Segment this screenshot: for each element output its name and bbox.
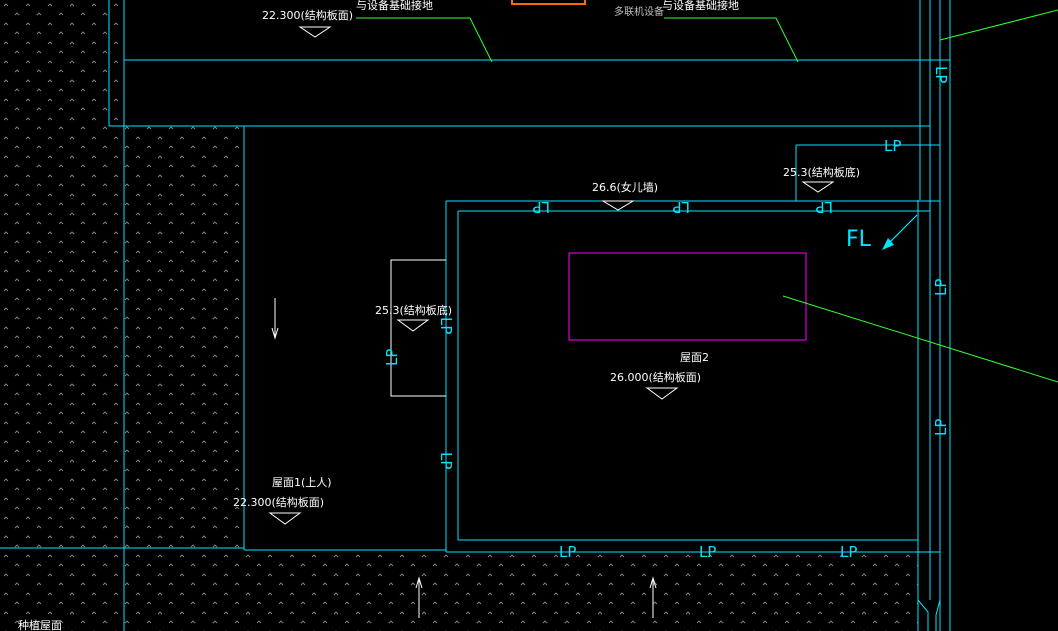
top-right-equipment: 多联机设备 [614, 5, 664, 18]
pipe-tag-left-lp-upper: LP [437, 317, 455, 334]
leader-line [782, 295, 1058, 383]
leader-line [356, 17, 493, 63]
slab-bottom-outline [390, 259, 446, 397]
pipe-tag-top-lp-2: LP [673, 198, 690, 216]
hatch-regions [0, 0, 918, 631]
pipe-tag-bottom-lp-1: LP [559, 543, 576, 561]
leader-lines [356, 9, 1058, 383]
arrow-down-icon [271, 327, 279, 340]
roof1-elevation: 22.300(结构板面) [233, 495, 324, 509]
hatch-inner-strip [124, 126, 244, 550]
elevation-triangle [601, 200, 635, 211]
roof1-name: 屋面1(上人) [272, 476, 332, 489]
pipe-tag-top-lp-1: LP [533, 198, 550, 216]
pipe-tag-right-lp-top: LP [932, 66, 950, 83]
highlight-box [511, 0, 586, 5]
elevation-triangle [645, 387, 679, 400]
slab-bottom-left: 25.3(结构板底) [375, 303, 452, 317]
hatch-bottom-strip [124, 552, 918, 631]
arrow-up-icon [649, 576, 657, 589]
pipe-tag-left-lp-lower: LP [437, 452, 455, 469]
wall-lines [0, 0, 951, 631]
pipe-tag-top-lp-3: LP [816, 198, 833, 216]
elevation-triangle [801, 181, 835, 193]
elevation-triangle [268, 512, 302, 525]
arrow-up-icon [415, 576, 423, 589]
top-right-note: 与设备基础接地 [662, 0, 739, 12]
pipe-tag-bottom-lp-2: LP [699, 543, 716, 561]
wall-line [917, 599, 929, 631]
wall-line [935, 599, 941, 631]
slab-bottom-right: 25.3(结构板底) [783, 165, 860, 179]
pipe-tag-right-lp-lower: LP [932, 419, 950, 436]
parapet-elevation: 26.6(女儿墙) [592, 180, 658, 194]
roof2-name: 屋面2 [680, 351, 709, 364]
leader-line [664, 17, 799, 63]
leader-line [939, 9, 1058, 41]
roof2-elevation: 26.000(结构板面) [610, 370, 701, 384]
equipment-box [568, 252, 807, 341]
fl-tag: FL [846, 227, 872, 252]
top-left-elevation: 22.300(结构板面) [262, 8, 353, 22]
planted-roof-label: 种植屋面 [18, 618, 62, 631]
elevation-triangle [396, 319, 430, 332]
elevation-triangle [298, 26, 332, 38]
pipe-tag-right-lp-mid: LP [932, 279, 950, 296]
top-left-note: 与设备基础接地 [356, 0, 433, 12]
pipe-tag-right-lp-corner: LP [884, 137, 901, 155]
pipe-tag-left-lp-box: LP [383, 349, 401, 366]
elevation-markers [268, 26, 835, 525]
pipe-tag-bottom-lp-3: LP [840, 543, 857, 561]
annotations: 22.300(结构板面) 与设备基础接地 多联机设备 与设备基础接地 26.6(… [18, 0, 872, 631]
pipe-tags: LP LP LP LP LP LP LP LP LP LP LP LP LP [383, 66, 950, 561]
fl-arrow-icon [882, 238, 894, 250]
slope-arrows [271, 298, 657, 618]
hatch-left-strip [0, 0, 124, 631]
